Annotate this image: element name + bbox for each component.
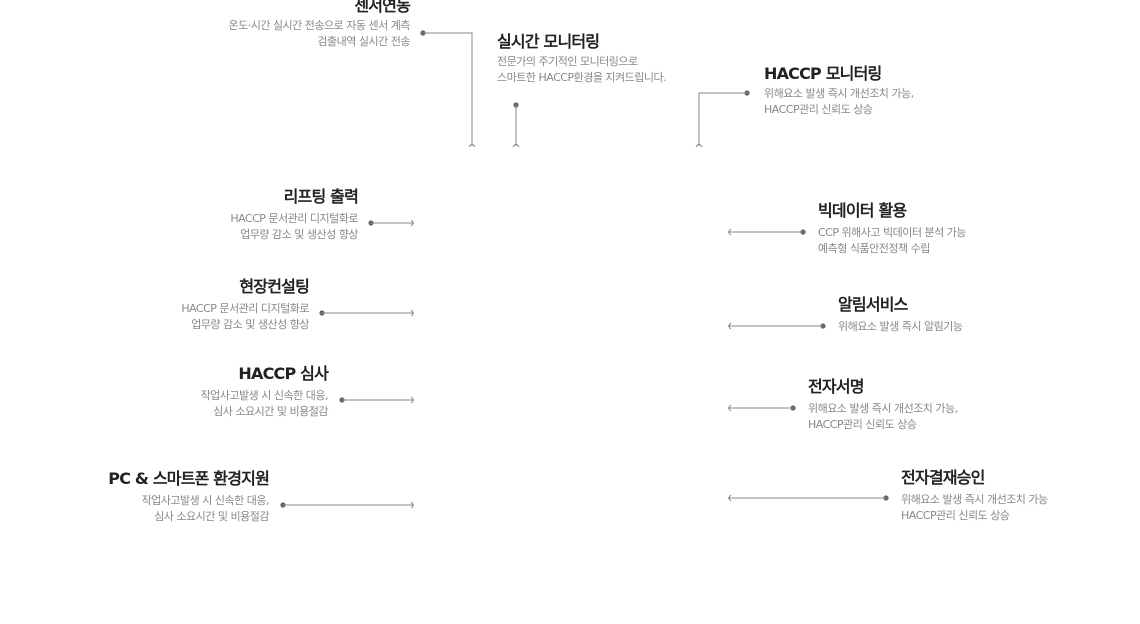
feature-desc: HACCP 문서관리 디지털화로 업무량 감소 및 생산성 향상 [181,302,309,331]
haccp-monitor-connector-line [698,92,747,146]
feature-title: HACCP 심사 [238,364,328,383]
feature-lifting: 리프팅 출력 HACCP 문서관리 디지털화로 업무량 감소 및 생산성 향상 [230,187,358,243]
sensor-connector-line [423,32,473,146]
haccp-monitor-connector-cap [695,144,703,148]
alarm-connector-cap [728,322,732,330]
feature-desc: 작업사고발생 시 신속한 대응, 심사 소요시간 및 비용절감 [141,494,270,523]
pc-smartphone-connector-cap [410,501,414,509]
feature-title: 전자결재승인 [901,468,985,487]
consulting-connector-cap [410,309,414,317]
feature-desc: 위해요소 발생 즉시 알림기능 [838,320,963,333]
sensor-connector-cap [468,144,476,148]
feature-title: 전자서명 [808,377,864,396]
feature-title: 현장컨설팅 [239,277,309,296]
feature-bigdata: 빅데이터 활용 CCP 위해사고 빅데이터 분석 가능 예측형 식품안전정책 수… [818,201,966,257]
feature-title: PC & 스마트폰 환경지원 [108,469,270,488]
feature-desc: 위해요소 발생 즉시 개선조치 가능 HACCP관리 신뢰도 상승 [901,493,1048,522]
feature-desc: 작업사고발생 시 신속한 대응, 심사 소요시간 및 비용절감 [200,389,329,418]
feature-haccp-monitor: HACCP 모니터링 위해요소 발생 즉시 개선조치 가능, HACCP관리 신… [764,64,914,118]
feature-pc-smartphone: PC & 스마트폰 환경지원 작업사고발생 시 신속한 대응, 심사 소요시간 … [108,469,270,525]
feature-title: 빅데이터 활용 [818,201,907,220]
esign-connector-cap [728,404,732,412]
realtime-connector-cap [512,144,520,148]
feature-esign: 전자서명 위해요소 발생 즉시 개선조치 가능, HACCP관리 신뢰도 상승 [808,377,958,433]
feature-title: 실시간 모니터링 [497,32,600,51]
feature-desc: CCP 위해사고 빅데이터 분석 가능 예측형 식품안전정책 수립 [818,226,966,255]
feature-desc: 전문가의 주기적인 모니터링으로 스마트한 HACCP환경을 지켜드립니다. [497,55,667,84]
feature-desc: 온도·시간 실시간 전송으로 자동 센서 계측 검출내역 실시간 전송 [228,19,410,48]
eapproval-connector-cap [728,494,732,502]
audit-connector-cap [410,396,414,404]
feature-consulting: 현장컨설팅 HACCP 문서관리 디지털화로 업무량 감소 및 생산성 향상 [181,277,309,333]
feature-desc: 위해요소 발생 즉시 개선조치 가능, HACCP관리 신뢰도 상승 [808,402,958,431]
feature-title: 알림서비스 [838,295,908,314]
feature-audit: HACCP 심사 작업사고발생 시 신속한 대응, 심사 소요시간 및 비용절감 [200,364,329,420]
feature-desc: 위해요소 발생 즉시 개선조치 가능, HACCP관리 신뢰도 상승 [764,87,914,116]
feature-realtime: 실시간 모니터링 전문가의 주기적인 모니터링으로 스마트한 HACCP환경을 … [497,32,667,86]
lifting-connector-cap [410,219,414,227]
feature-alarm: 알림서비스 위해요소 발생 즉시 알림기능 [838,295,963,335]
feature-eapproval: 전자결재승인 위해요소 발생 즉시 개선조치 가능 HACCP관리 신뢰도 상승 [901,468,1048,524]
feature-sensor: 센서연동 온도·시간 실시간 전송으로 자동 센서 계측 검출내역 실시간 전송 [228,0,410,50]
feature-title: 리프팅 출력 [283,187,359,206]
feature-title: HACCP 모니터링 [764,64,882,83]
bigdata-connector-cap [728,228,732,236]
feature-title: 센서연동 [354,0,410,15]
feature-desc: HACCP 문서관리 디지털화로 업무량 감소 및 생산성 향상 [230,212,358,241]
